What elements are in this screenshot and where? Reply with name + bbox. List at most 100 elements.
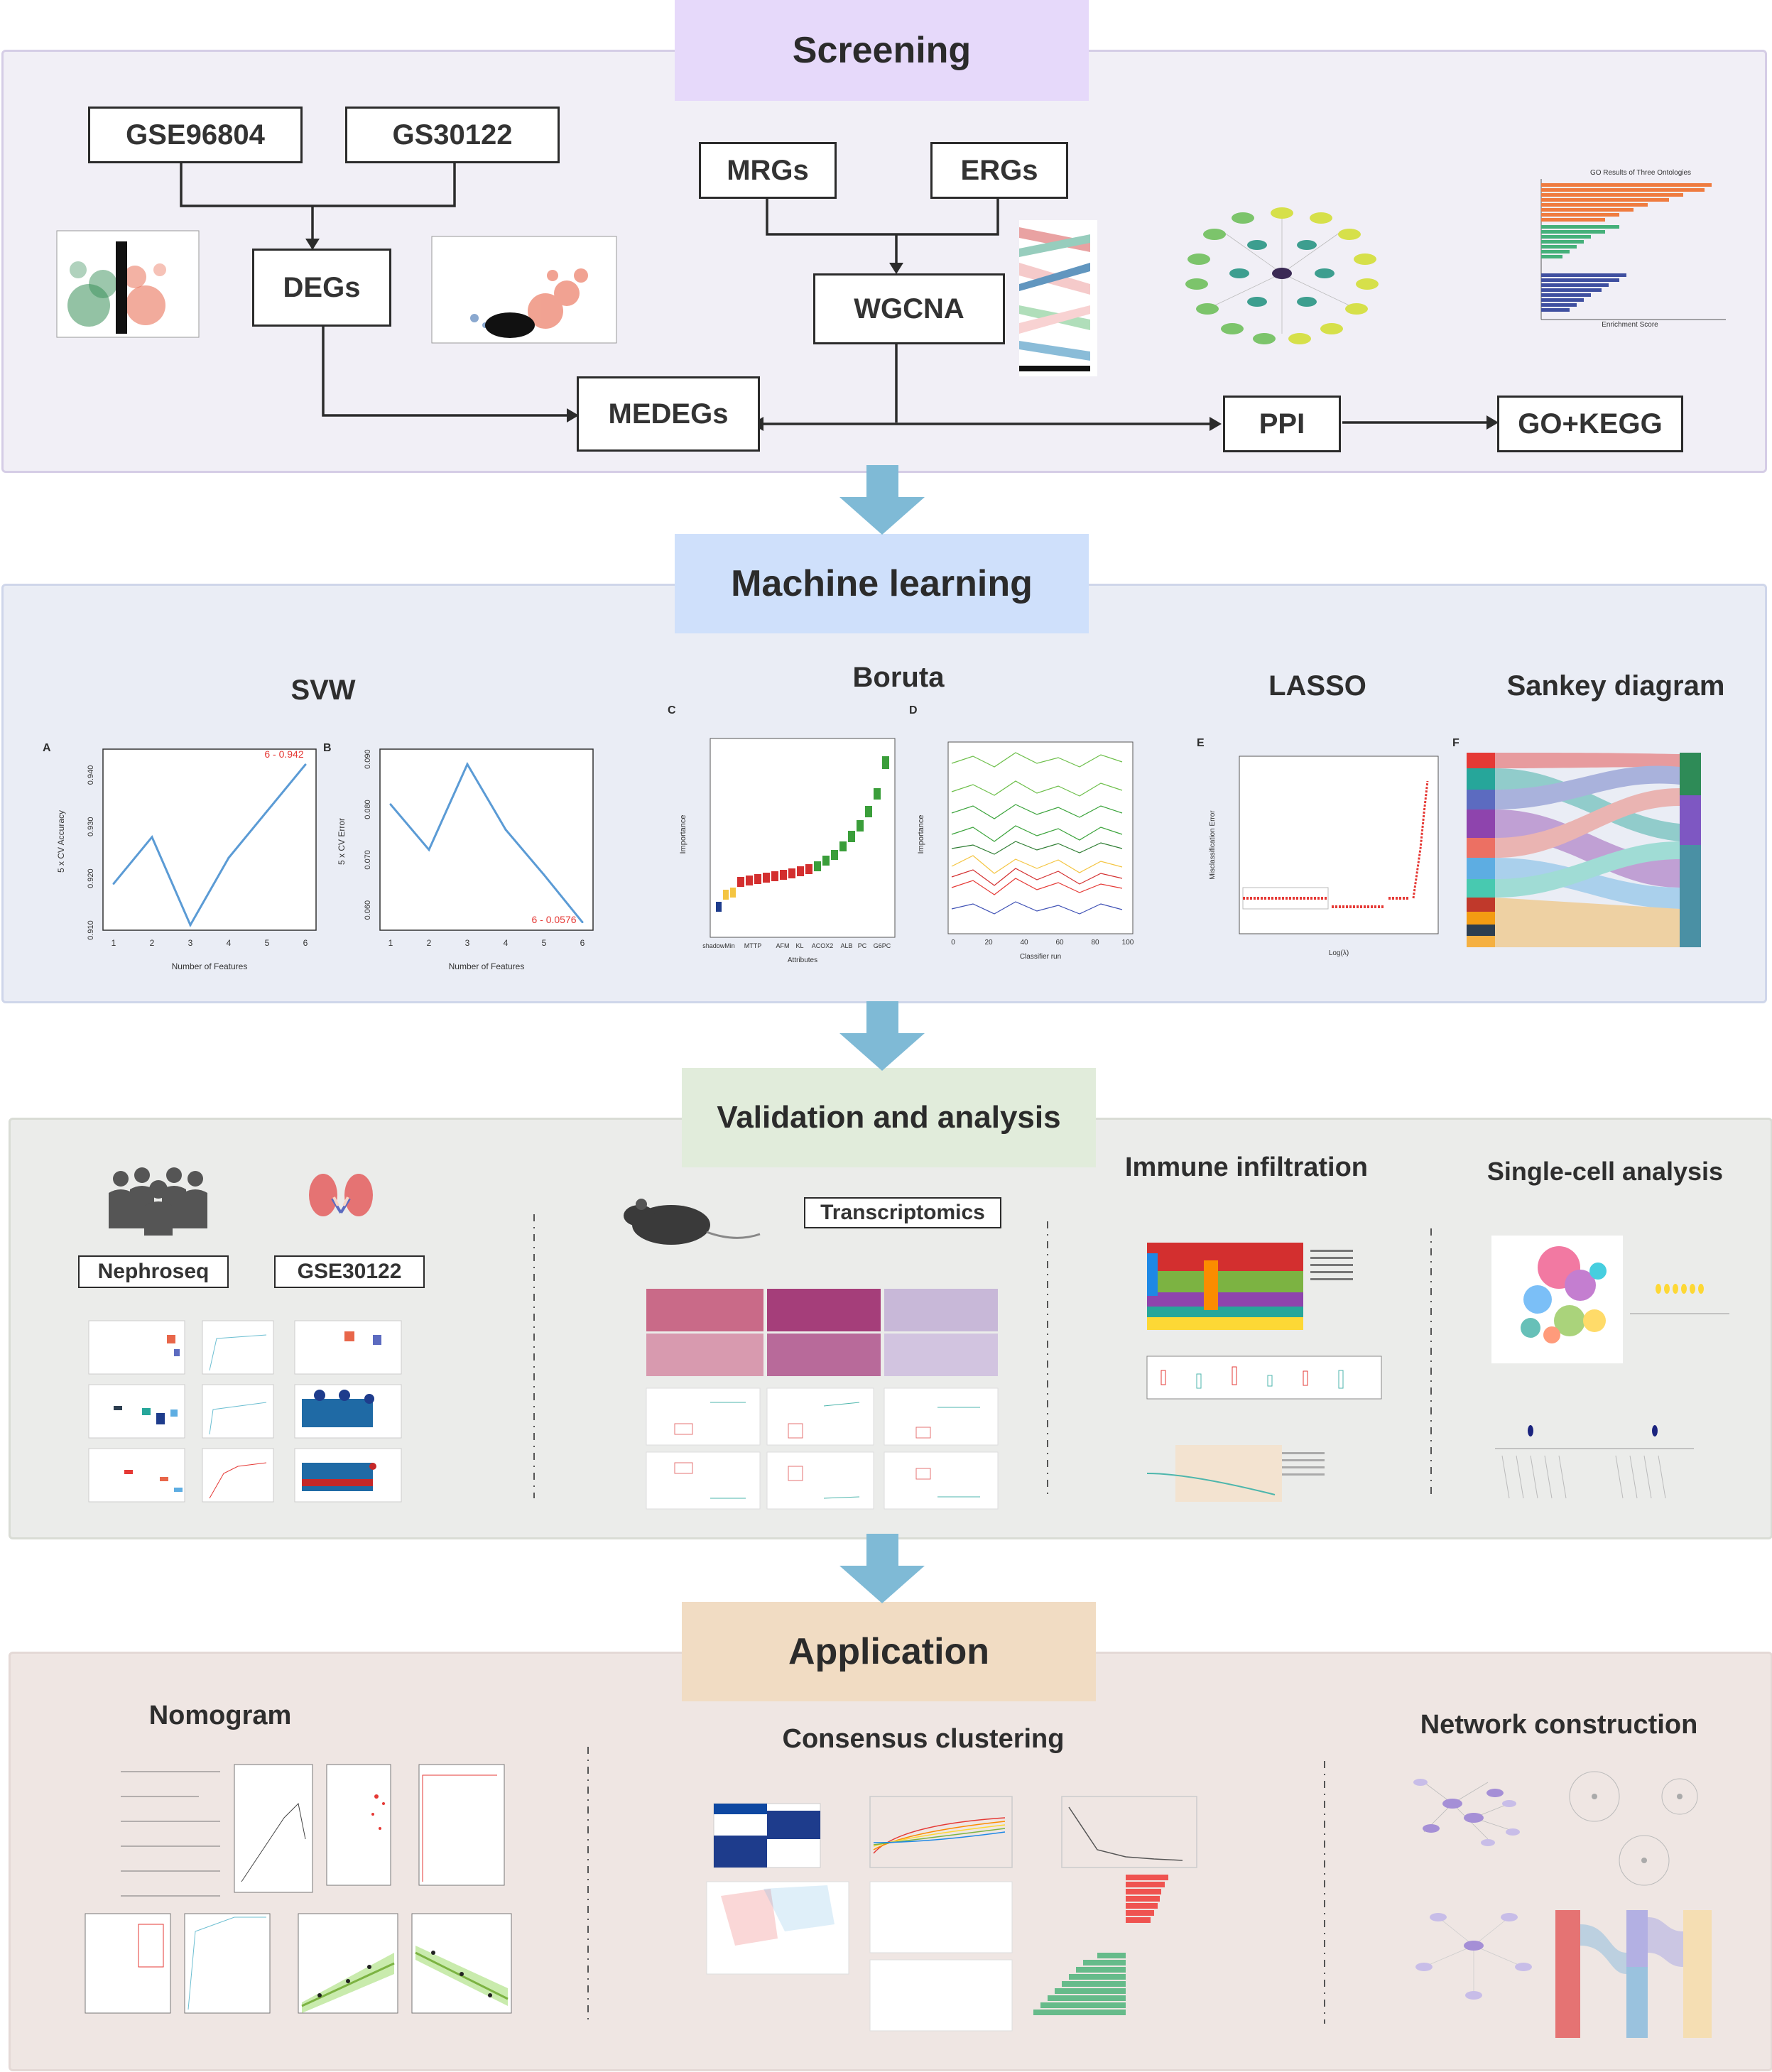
chart-a-ylabel: 5 x CV Accuracy xyxy=(56,810,66,873)
nephroseq-box: Nephroseq xyxy=(78,1255,229,1288)
single-cell-title: Single-cell analysis xyxy=(1486,1157,1724,1186)
chart-b-annotation: 6 - 0.0576 xyxy=(531,914,576,925)
mouse-icon xyxy=(624,1199,761,1245)
network-construction-title: Network construction xyxy=(1420,1710,1698,1740)
application-header: Application xyxy=(682,1602,1096,1701)
go-chart-title: GO Results of Three Ontologies xyxy=(1589,169,1692,177)
panel-label-f: F xyxy=(1452,737,1460,749)
degs-box: DEGs xyxy=(252,249,391,327)
y-tick-label: 0.920 xyxy=(87,868,95,888)
validation-boxplots-figure xyxy=(88,1320,402,1503)
x-tick-label: 6 xyxy=(303,938,308,948)
go-chart-xlabel: Enrichment Score xyxy=(1602,321,1658,329)
lasso-xlabel: Log(λ) xyxy=(1329,949,1349,957)
boruta-tick: MTTP xyxy=(744,942,762,949)
x-tick-label: 3 xyxy=(188,938,193,948)
data-point xyxy=(504,828,507,831)
validation-header: Validation and analysis xyxy=(682,1068,1096,1167)
boruta-ticks: shadowMin MTTP AFM KL ACOX2 ALB PC G6PC xyxy=(702,942,891,949)
volcano-plot-1 xyxy=(56,230,200,338)
data-point xyxy=(266,809,268,812)
medegs-box: MEDEGs xyxy=(577,376,760,452)
wgcna-box: WGCNA xyxy=(813,273,1005,344)
x-tick-label: 4 xyxy=(227,938,232,948)
data-point xyxy=(581,921,584,924)
wgcna-alluvial xyxy=(1019,220,1097,376)
boruta-tick: AFM xyxy=(776,942,790,949)
chart-a-annotation: 6 - 0.942 xyxy=(264,748,303,760)
mrgs-box: MRGs xyxy=(699,142,837,199)
y-tick-label: 0.080 xyxy=(364,800,372,819)
series-line xyxy=(389,761,584,923)
kidney-icon xyxy=(309,1174,373,1216)
panel-label-e: E xyxy=(1197,737,1205,749)
svw-title: SVW xyxy=(290,675,356,706)
x-tick-label: 5 xyxy=(542,938,547,948)
series-line xyxy=(112,763,307,928)
gse30122-box: GSE30122 xyxy=(274,1255,425,1288)
y-tick-label: 0.060 xyxy=(364,900,372,920)
ppi-network xyxy=(1185,207,1379,344)
boruta-tick: KL xyxy=(795,942,803,949)
histology-figure xyxy=(646,1289,999,1510)
sankey-title: Sankey diagram xyxy=(1506,670,1725,702)
chart-b-frame xyxy=(379,748,594,931)
x-tick-label: 3 xyxy=(465,938,470,948)
nomogram-figure xyxy=(85,1764,512,2014)
people-group-icon xyxy=(109,1167,207,1236)
data-point xyxy=(428,849,430,851)
panel-label-c: C xyxy=(668,704,676,716)
immune-infiltration-title: Immune infiltration xyxy=(1125,1152,1368,1182)
data-point xyxy=(466,763,469,765)
data-point xyxy=(189,924,192,927)
boruta-tick: PC xyxy=(858,942,867,949)
history-tick: 40 xyxy=(1020,939,1028,947)
boruta-tick: ACOX2 xyxy=(812,942,834,949)
consensus-clustering-figure xyxy=(706,1796,1197,2032)
go-bar-chart xyxy=(1540,179,1726,320)
history-tick: 20 xyxy=(984,939,993,947)
down-arrow-icon xyxy=(839,1534,925,1603)
x-tick-label: 1 xyxy=(112,938,116,948)
x-tick-label: 5 xyxy=(265,938,270,948)
history-tick: 80 xyxy=(1091,939,1099,947)
x-tick-label: 6 xyxy=(580,938,585,948)
boruta-xlabel: Attributes xyxy=(788,956,817,964)
history-ylabel: Importance xyxy=(917,814,925,854)
ergs-box: ERGs xyxy=(930,142,1068,199)
down-arrow-icon xyxy=(839,465,925,535)
data-point xyxy=(304,763,307,766)
history-xlabel: Classifier run xyxy=(1020,953,1061,961)
volcano-plot-2 xyxy=(431,236,617,344)
nomogram-title: Nomogram xyxy=(148,1701,292,1730)
chart-b-ylabel: 5 x CV Error xyxy=(337,818,347,865)
sankey-chart xyxy=(1467,753,1701,947)
machine-learning-header: Machine learning xyxy=(675,534,1089,633)
boruta-importance-chart: Importance shadowMin MTTP AFM KL ACOX2 A… xyxy=(679,738,896,964)
history-tick: 60 xyxy=(1055,939,1064,947)
boruta-ylabel: Importance xyxy=(679,814,687,854)
y-tick-label: 0.910 xyxy=(87,920,95,940)
panel-label-d: D xyxy=(909,704,918,716)
single-cell-figure xyxy=(1491,1236,1729,1499)
x-tick-label: 4 xyxy=(504,938,509,948)
y-tick-label: 0.070 xyxy=(364,850,372,870)
ppi-box: PPI xyxy=(1223,396,1341,452)
lasso-ylabel: Misclassification Error xyxy=(1209,810,1217,880)
boruta-tick: ALB xyxy=(840,942,852,949)
boruta-title: Boruta xyxy=(852,662,945,693)
immune-infiltration-figure xyxy=(1146,1243,1382,1502)
x-tick-label: 2 xyxy=(150,938,155,948)
data-point xyxy=(389,803,392,806)
boruta-tick: shadowMin xyxy=(702,942,735,949)
y-tick-label: 0.090 xyxy=(364,749,372,769)
panel-label-b: B xyxy=(323,742,332,754)
gse96804-box: GSE96804 xyxy=(88,107,303,163)
panel-label-a: A xyxy=(43,742,51,754)
chart-b-xlabel: Number of Features xyxy=(449,961,525,971)
screening-header: Screening xyxy=(675,0,1089,101)
boruta-history-chart: Importance 0 20 40 60 80 100 Classifier … xyxy=(917,741,1134,961)
gs30122-box: GS30122 xyxy=(345,107,560,163)
